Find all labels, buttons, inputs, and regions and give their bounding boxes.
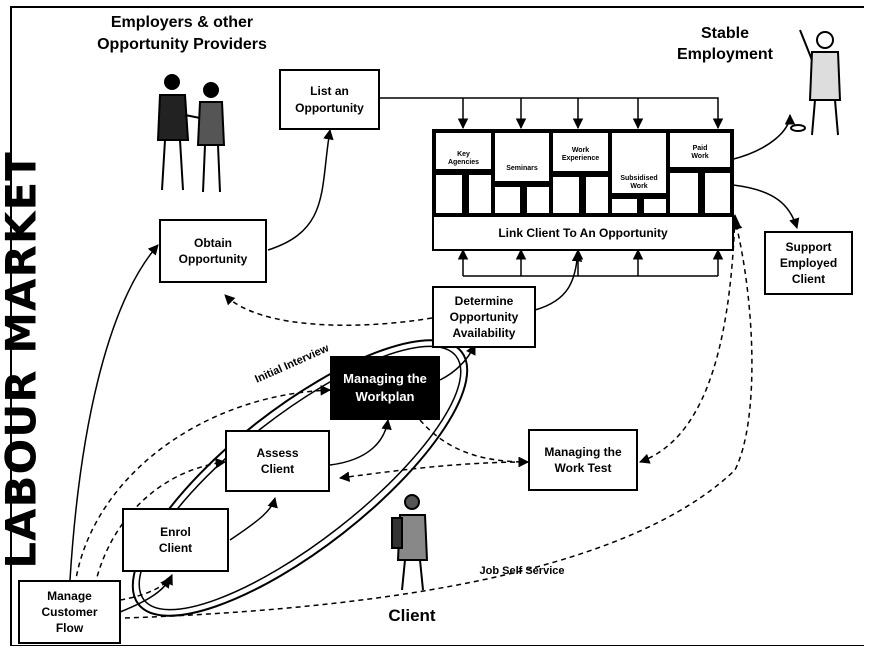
- list-opportunity-box[interactable]: List an Opportunity: [279, 69, 380, 130]
- support-employed-client-box[interactable]: Support Employed Client: [764, 231, 853, 295]
- arrow-list-to-panel: [380, 98, 718, 128]
- arrow-assess-to-workplan: [330, 420, 388, 465]
- arrow-mcf-to-enrol: [120, 575, 172, 612]
- column-subsidised-work[interactable]: Subsidised Work: [610, 131, 668, 215]
- link-client-box[interactable]: Link Client To An Opportunity: [432, 215, 734, 251]
- arrow-determine-to-panel: [535, 252, 578, 310]
- employers-label: Employers & other Opportunity Providers: [72, 12, 292, 55]
- obtain-opportunity-box[interactable]: Obtain Opportunity: [159, 219, 267, 283]
- column-work-experience[interactable]: Work Experience: [551, 131, 610, 215]
- handshake-people-icon: [158, 75, 224, 192]
- backpacker-icon: [392, 495, 427, 590]
- arrow-panel-to-support: [733, 185, 797, 228]
- arrow-panel-to-stable: [730, 115, 790, 160]
- arrow-workplan-to-determine: [440, 345, 475, 380]
- client-label: Client: [380, 606, 444, 626]
- enrol-client-box[interactable]: Enrol Client: [122, 508, 229, 572]
- column-paid-work[interactable]: Paid Work: [668, 131, 732, 215]
- assess-client-box[interactable]: Assess Client: [225, 430, 330, 492]
- side-title-labour-market: LABOUR MARKET: [0, 151, 46, 569]
- worker-icon: [791, 30, 840, 135]
- stable-employment-label: Stable Employment: [665, 24, 785, 66]
- managing-work-test-box[interactable]: Managing the Work Test: [528, 429, 638, 491]
- dashed-assess-to-worktest: [340, 462, 528, 478]
- manage-customer-flow-box[interactable]: Manage Customer Flow: [18, 580, 121, 644]
- column-seminars[interactable]: Seminars: [493, 131, 551, 215]
- dashed-worktest-to-link: [640, 215, 735, 462]
- arrow-obtain-to-list: [268, 130, 330, 250]
- job-self-service-label: Job Self Service: [462, 565, 582, 577]
- column-key-agencies[interactable]: Key Agencies: [434, 131, 493, 215]
- arrow-enrol-to-assess: [230, 498, 275, 540]
- determine-availability-box[interactable]: Determine Opportunity Availability: [432, 286, 536, 348]
- dashed-determine-to-obtain: [225, 295, 432, 325]
- managing-workplan-box[interactable]: Managing the Workplan: [330, 356, 440, 420]
